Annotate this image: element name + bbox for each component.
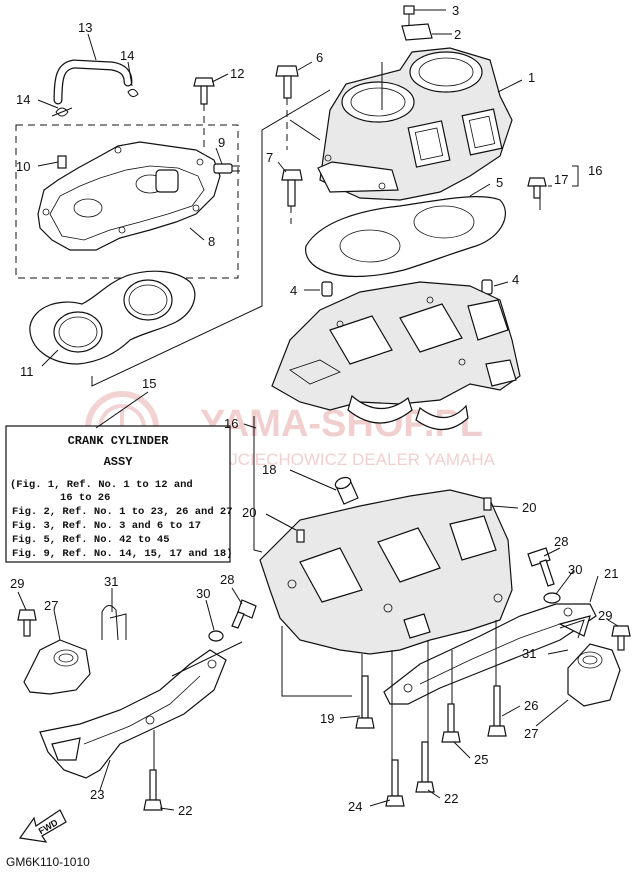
upper-crankcase xyxy=(271,281,521,431)
bolt-22-left xyxy=(143,769,163,811)
watermark-subtitle: WOJCIECHOWICZ DEALER YAMAHA xyxy=(200,450,496,469)
callout-31-left: 31 xyxy=(104,574,118,589)
reference-line-5: Fig. 5, Ref. No. 42 to 45 xyxy=(12,534,170,546)
bolt-22-right xyxy=(415,741,435,793)
callout-20-right: 20 xyxy=(522,500,536,515)
callout-14-upper: 14 xyxy=(120,48,134,63)
callout-27-left: 27 xyxy=(44,598,58,613)
callout-18: 18 xyxy=(262,462,276,477)
callout-20-left: 20 xyxy=(242,505,256,520)
callout-16-lower: 16 xyxy=(224,416,238,431)
callout-26: 26 xyxy=(524,698,538,713)
breather-hose xyxy=(53,59,133,105)
callout-22-right: 22 xyxy=(444,791,458,806)
callout-4-left: 4 xyxy=(290,283,297,298)
dashed-group-box xyxy=(15,124,239,279)
callout-22-left: 22 xyxy=(178,803,192,818)
spring-clip-left xyxy=(101,605,127,641)
fwd-arrow-icon: FWD xyxy=(18,809,67,843)
hose-clip xyxy=(51,88,139,117)
watermark: YAMA-SHOP.PL WOJCIECHOWICZ DEALER YAMAHA xyxy=(85,391,496,469)
callout-7: 7 xyxy=(266,150,273,165)
dowel-pin-20-right xyxy=(483,497,492,511)
assembly-lines xyxy=(91,62,541,770)
reference-box-subtitle: ASSY xyxy=(104,455,134,469)
cylinder-head-cover xyxy=(37,141,221,251)
engine-mount-right xyxy=(383,603,597,705)
callout-13: 13 xyxy=(78,20,92,35)
callout-28-right: 28 xyxy=(554,534,568,549)
callout-1: 1 xyxy=(528,70,535,85)
dowel-pin-20-left xyxy=(296,529,305,543)
callout-28-left: 28 xyxy=(220,572,234,587)
bolt-26 xyxy=(487,685,507,737)
bolt-17 xyxy=(527,177,547,199)
callout-2: 2 xyxy=(454,27,461,42)
reference-line-3: Fig. 2, Ref. No. 1 to 23, 26 and 27 xyxy=(12,506,233,518)
cylinder-block xyxy=(317,47,513,201)
callout-27-right: 27 xyxy=(524,726,538,741)
callout-3: 3 xyxy=(452,3,459,18)
mount-rubber-right xyxy=(567,643,621,707)
diagram-code: GM6K110-1010 xyxy=(6,855,90,869)
washer-30-left xyxy=(208,630,224,642)
callout-16-upper: 16 xyxy=(588,163,602,178)
callout-12: 12 xyxy=(230,66,244,81)
hose-fitting xyxy=(213,163,240,174)
callout-11: 11 xyxy=(20,364,34,379)
dowel-pin-left xyxy=(321,281,333,297)
callout-5: 5 xyxy=(496,175,503,190)
bolt-7 xyxy=(281,169,303,224)
callout-24: 24 xyxy=(348,799,362,814)
lower-crankcase xyxy=(259,489,513,655)
callout-19: 19 xyxy=(320,711,334,726)
bolt-28-left xyxy=(231,599,257,629)
mount-rubber-left xyxy=(23,639,91,695)
callout-15: 15 xyxy=(142,376,156,391)
reference-line-4: Fig. 3, Ref. No. 3 and 6 to 17 xyxy=(12,520,201,532)
callout-29-right: 29 xyxy=(598,608,612,623)
bolt-25 xyxy=(441,703,461,743)
reference-box-title: CRANK CYLINDER xyxy=(68,434,170,448)
cylinder-gasket xyxy=(305,196,506,278)
bolt-29-right xyxy=(611,625,631,651)
reference-line-6: Fig. 9, Ref. No. 14, 15, 17 and 18) xyxy=(12,548,233,560)
washer-30-right xyxy=(543,592,561,604)
head-gasket xyxy=(29,270,196,365)
bushing xyxy=(334,476,359,505)
bolt-24 xyxy=(385,759,405,807)
callout-17: 17 xyxy=(554,172,568,187)
callout-9: 9 xyxy=(218,135,225,150)
leader-lines xyxy=(17,9,619,811)
callout-8: 8 xyxy=(208,234,215,249)
bracket xyxy=(401,5,433,41)
callout-labels: 1 2 3 4 4 5 6 7 8 9 10 11 12 13 14 14 15… xyxy=(10,3,618,818)
callout-6: 6 xyxy=(316,50,323,65)
bolt-6 xyxy=(275,65,299,150)
engine-mount-left xyxy=(39,649,227,779)
callout-14-lower: 14 xyxy=(16,92,30,107)
callout-29-left: 29 xyxy=(10,576,24,591)
callout-10: 10 xyxy=(16,159,30,174)
spring-clip-right xyxy=(559,619,585,639)
bolt-19 xyxy=(355,675,375,729)
callout-21: 21 xyxy=(604,566,618,581)
callout-25: 25 xyxy=(474,752,488,767)
callout-4-right: 4 xyxy=(512,272,519,287)
bolt-28-right xyxy=(527,547,555,587)
callout-30-right: 30 xyxy=(568,562,582,577)
callout-23: 23 xyxy=(90,787,104,802)
reference-line-2: 16 to 26 xyxy=(60,492,110,504)
bolt-29-left xyxy=(17,609,37,637)
reference-box: CRANK CYLINDER ASSY (Fig. 1, Ref. No. 1 … xyxy=(5,425,233,563)
callout-31-right: 31 xyxy=(522,646,536,661)
bolt-12 xyxy=(193,77,215,150)
reference-line-1: (Fig. 1, Ref. No. 1 to 12 and xyxy=(10,479,193,491)
callout-30-left: 30 xyxy=(196,586,210,601)
dowel-pin xyxy=(57,155,67,169)
